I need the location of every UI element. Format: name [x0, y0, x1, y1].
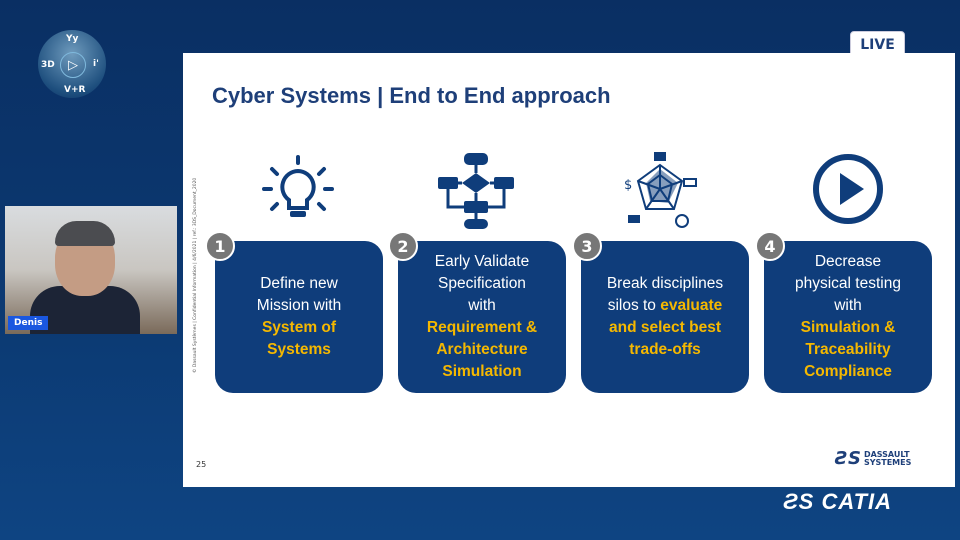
- play-icon: [813, 154, 883, 224]
- webcam-video: Denis: [5, 206, 177, 334]
- step-number: 4: [755, 231, 785, 261]
- card-text: Mission with: [256, 297, 342, 314]
- card-highlight: trade-offs: [629, 341, 701, 358]
- participant-name: Denis: [8, 316, 49, 330]
- card-text: Early Validate: [434, 253, 530, 270]
- play-icon[interactable]: ▷: [60, 52, 86, 78]
- card-text: physical testing: [795, 275, 901, 292]
- catia-brand: ƧS CATIA: [783, 489, 892, 515]
- compass-bottom: V+R: [64, 85, 86, 95]
- brand-text: CATIA: [821, 489, 893, 514]
- card-2: Early Validate Specification with Requir…: [398, 241, 566, 393]
- flowchart-icon: [438, 153, 514, 229]
- card-text: silos to: [607, 297, 656, 314]
- compass-left: 3D: [41, 60, 55, 70]
- ds-logo-icon: ƧS: [783, 489, 822, 514]
- lightbulb-icon: [262, 155, 334, 217]
- slide-title: Cyber Systems | End to End approach: [212, 83, 611, 108]
- page-number: 25: [196, 460, 207, 469]
- step-number: 1: [205, 231, 235, 261]
- card-highlight: Requirement &: [426, 319, 538, 336]
- card-highlight: and select best: [609, 319, 721, 336]
- radar-chart-icon: $: [624, 152, 697, 228]
- card-text: with: [468, 297, 496, 314]
- step-number: 3: [572, 231, 602, 261]
- card-highlight: evaluate: [660, 297, 723, 314]
- slide: Cyber Systems | End to End approach © Da…: [183, 53, 955, 487]
- card-text: Decrease: [814, 253, 882, 270]
- person-hair: [55, 221, 115, 246]
- card-text: Specification: [438, 275, 526, 292]
- card-highlight: Simulation: [442, 363, 522, 380]
- card-highlight: Compliance: [804, 363, 892, 380]
- card-highlight: Traceability: [805, 341, 891, 358]
- card-1: Define new Mission with System of System…: [215, 241, 383, 393]
- card-3: Break disciplines silos to evaluate and …: [581, 241, 749, 393]
- card-text: Break disciplines: [606, 275, 724, 292]
- copyright: © Dassault Systèmes | Confidential Infor…: [193, 177, 198, 373]
- card-highlight: System of: [261, 319, 337, 336]
- card-highlight: Architecture: [436, 341, 528, 358]
- svg-text:$: $: [624, 178, 632, 193]
- step-number: 2: [388, 231, 418, 261]
- logo-text: DASSAULT: [863, 450, 910, 459]
- card-highlight: Simulation &: [800, 319, 896, 336]
- ds-logo-icon: ƧS: [835, 448, 861, 469]
- compass-right: i': [93, 59, 99, 69]
- compass-top: Yy: [66, 34, 79, 44]
- card-text: with: [834, 297, 862, 314]
- card-text: Define new: [260, 275, 338, 292]
- logo-text: SYSTEMES: [863, 458, 912, 467]
- card-4: Decrease physical testing with Simulatio…: [764, 241, 932, 393]
- card-highlight: Systems: [267, 341, 331, 358]
- 3d-compass[interactable]: Yy 3D i' V+R ▷: [38, 30, 106, 98]
